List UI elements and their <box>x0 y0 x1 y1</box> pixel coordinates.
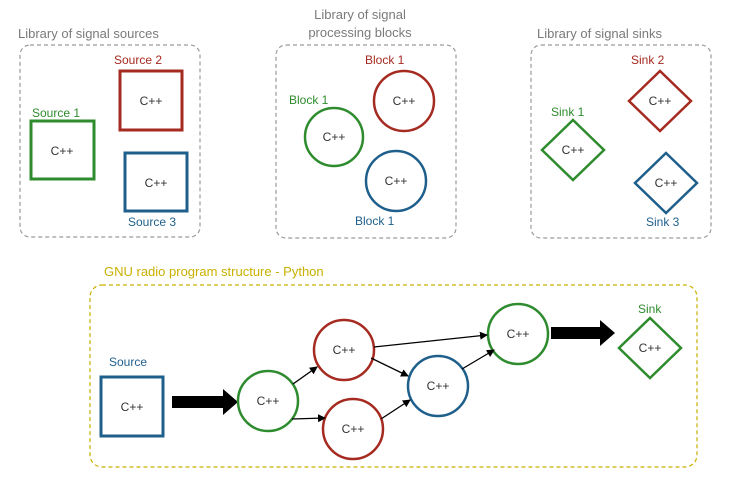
source-3-cpp: C++ <box>145 176 168 190</box>
sources-library-title: Library of signal sources <box>18 26 159 41</box>
sink-1-diamond <box>540 118 606 182</box>
program-source-cpp: C++ <box>121 400 144 414</box>
block-red-label: Block 1 <box>365 53 405 67</box>
sources-library-box <box>19 44 201 238</box>
block-red-circle <box>372 69 436 133</box>
sink-3-cpp: C++ <box>655 176 678 190</box>
source-to-block-thick-arrow <box>172 389 238 415</box>
sink-1-cpp: C++ <box>562 143 585 157</box>
sink-2-diamond <box>627 69 693 133</box>
source-2-label: Source 2 <box>114 53 162 67</box>
sink-3-label: Sink 3 <box>646 215 680 229</box>
sink-2-cpp: C++ <box>649 94 672 108</box>
program-block-red-top-cpp: C++ <box>333 343 356 357</box>
sinks-library-box <box>530 44 712 239</box>
program-block-green-right-cpp: C++ <box>507 327 530 341</box>
program-block-red-top <box>312 318 376 382</box>
arrow-red-top-to-green-right <box>373 331 488 348</box>
program-block-green-right <box>486 302 550 366</box>
block-blue-cpp: C++ <box>385 174 408 188</box>
program-block-red-bottom-cpp: C++ <box>342 422 365 436</box>
program-block-green-cpp: C++ <box>257 394 280 408</box>
blocks-library-title-line2: processing blocks <box>308 25 412 40</box>
blocks-library-box <box>275 44 457 239</box>
program-title: GNU radio program structure - Python <box>104 264 324 279</box>
program-block-green <box>236 369 300 433</box>
sinks-library-title: Library of signal sinks <box>537 26 662 41</box>
source-1-label: Source 1 <box>32 106 80 120</box>
program-sink-diamond <box>617 316 683 380</box>
program-block-red-bottom <box>321 397 385 461</box>
program-sink-label: Sink <box>638 302 662 316</box>
sink-2-label: Sink 2 <box>631 53 665 67</box>
source-1-cpp: C++ <box>51 144 74 158</box>
source-2-square <box>118 69 184 132</box>
source-2-cpp: C++ <box>140 94 163 108</box>
source-3-square <box>123 151 189 213</box>
arrow-green-to-red-top <box>292 366 318 385</box>
block-green-cpp: C++ <box>323 130 346 144</box>
program-source-square <box>99 375 165 438</box>
program-sink-cpp: C++ <box>639 341 662 355</box>
block-blue-circle <box>364 149 428 213</box>
program-source-label: Source <box>109 355 147 369</box>
program-box <box>89 284 698 468</box>
arrow-green-to-red-bottom <box>291 414 326 423</box>
blocks-library-title-line1: Library of signal <box>314 7 406 22</box>
sink-1-label: Sink 1 <box>551 105 585 119</box>
sink-3-diamond <box>633 151 699 215</box>
arrow-blue-to-green-right <box>461 349 495 370</box>
block-green-circle <box>303 106 365 168</box>
block-green-label: Block 1 <box>289 93 329 107</box>
source-1-square <box>29 119 96 181</box>
arrow-red-bottom-to-blue <box>380 399 411 420</box>
block-red-cpp: C++ <box>393 94 416 108</box>
block-blue-label: Block 1 <box>355 214 395 228</box>
block-to-sink-thick-arrow <box>551 320 615 346</box>
source-3-label: Source 3 <box>128 215 176 229</box>
arrow-red-top-to-blue <box>370 357 409 377</box>
program-block-blue-cpp: C++ <box>427 379 450 393</box>
program-block-blue <box>406 354 470 418</box>
